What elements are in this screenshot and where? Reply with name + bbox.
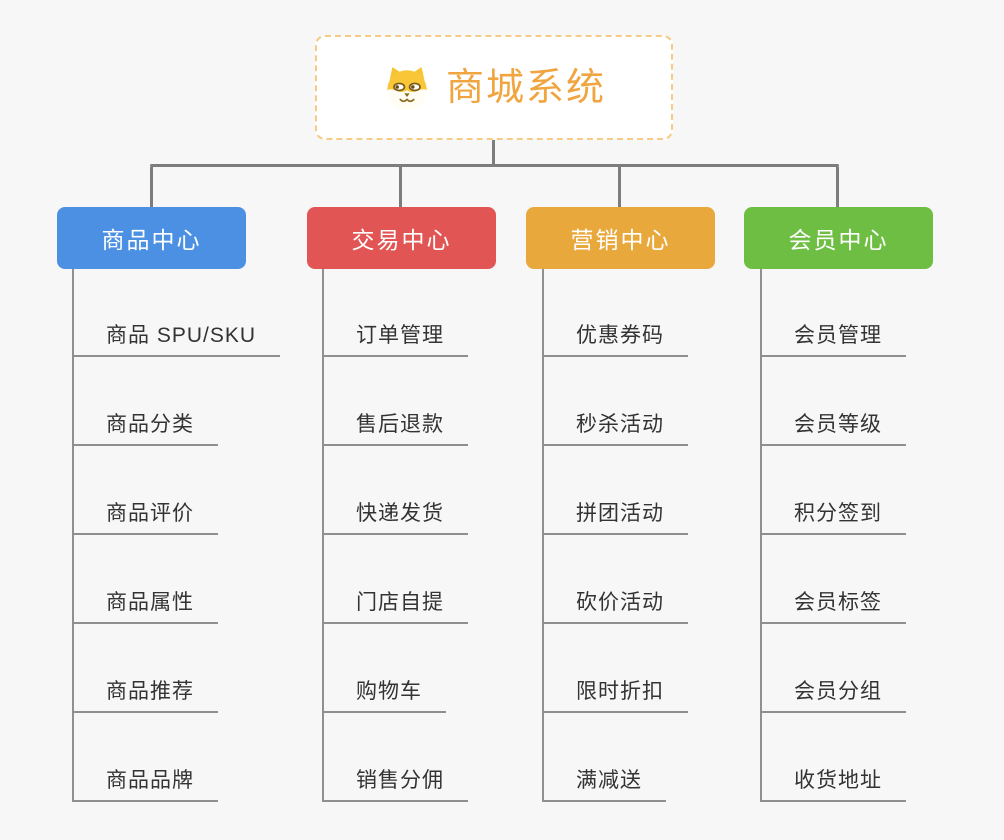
branch-header-marketing-center[interactable]: 营销中心 (526, 207, 715, 269)
connector-drop-1 (150, 167, 153, 207)
connector-root-stem (492, 140, 495, 167)
branch-header-member-center[interactable]: 会员中心 (744, 207, 933, 269)
root-title: 商城系统 (445, 66, 606, 109)
connector-drop-4 (836, 167, 839, 207)
node-item[interactable]: 拼团活动 (542, 493, 688, 535)
node-item[interactable]: 门店自提 (322, 582, 468, 624)
connector-drop-3 (618, 167, 621, 207)
node-item[interactable]: 商品 SPU/SKU (72, 315, 281, 357)
node-item[interactable]: 商品分类 (72, 404, 218, 446)
node-item[interactable]: 快递发货 (322, 493, 468, 535)
branch-trunk (542, 269, 544, 802)
node-item[interactable]: 积分签到 (760, 493, 906, 535)
branch-column-member: 会员管理 会员等级 积分签到 会员标签 会员分组 收货地址 (760, 269, 990, 809)
branch-column-marketing: 优惠券码 秒杀活动 拼团活动 砍价活动 限时折扣 满减送 (542, 269, 772, 809)
node-item[interactable]: 秒杀活动 (542, 404, 688, 446)
node-item[interactable]: 砍价活动 (542, 582, 688, 624)
node-item[interactable]: 满减送 (542, 760, 666, 802)
node-item[interactable]: 限时折扣 (542, 671, 688, 713)
node-item[interactable]: 订单管理 (322, 315, 468, 357)
branch-trunk (72, 269, 74, 802)
node-item[interactable]: 商品属性 (72, 582, 218, 624)
branch-header-trade-center[interactable]: 交易中心 (307, 207, 496, 269)
node-item[interactable]: 商品品牌 (72, 760, 218, 802)
node-item[interactable]: 销售分佣 (322, 760, 468, 802)
node-item[interactable]: 售后退款 (322, 404, 468, 446)
connector-horizontal-bar (150, 164, 839, 167)
node-item[interactable]: 会员等级 (760, 404, 906, 446)
node-item[interactable]: 商品评价 (72, 493, 218, 535)
node-item[interactable]: 商品推荐 (72, 671, 218, 713)
branch-column-product: 商品 SPU/SKU 商品分类 商品评价 商品属性 商品推荐 商品品牌 (72, 269, 302, 809)
dog-icon (382, 64, 432, 112)
node-item[interactable]: 会员分组 (760, 671, 906, 713)
node-item[interactable]: 会员标签 (760, 582, 906, 624)
node-item[interactable]: 购物车 (322, 671, 446, 713)
root-node[interactable]: 商城系统 (315, 35, 673, 140)
node-item[interactable]: 收货地址 (760, 760, 906, 802)
connector-drop-2 (399, 167, 402, 207)
branch-trunk (760, 269, 762, 802)
node-item[interactable]: 优惠券码 (542, 315, 688, 357)
node-item[interactable]: 会员管理 (760, 315, 906, 357)
branch-trunk (322, 269, 324, 802)
branch-column-trade: 订单管理 售后退款 快递发货 门店自提 购物车 销售分佣 (322, 269, 552, 809)
branch-header-product-center[interactable]: 商品中心 (57, 207, 246, 269)
